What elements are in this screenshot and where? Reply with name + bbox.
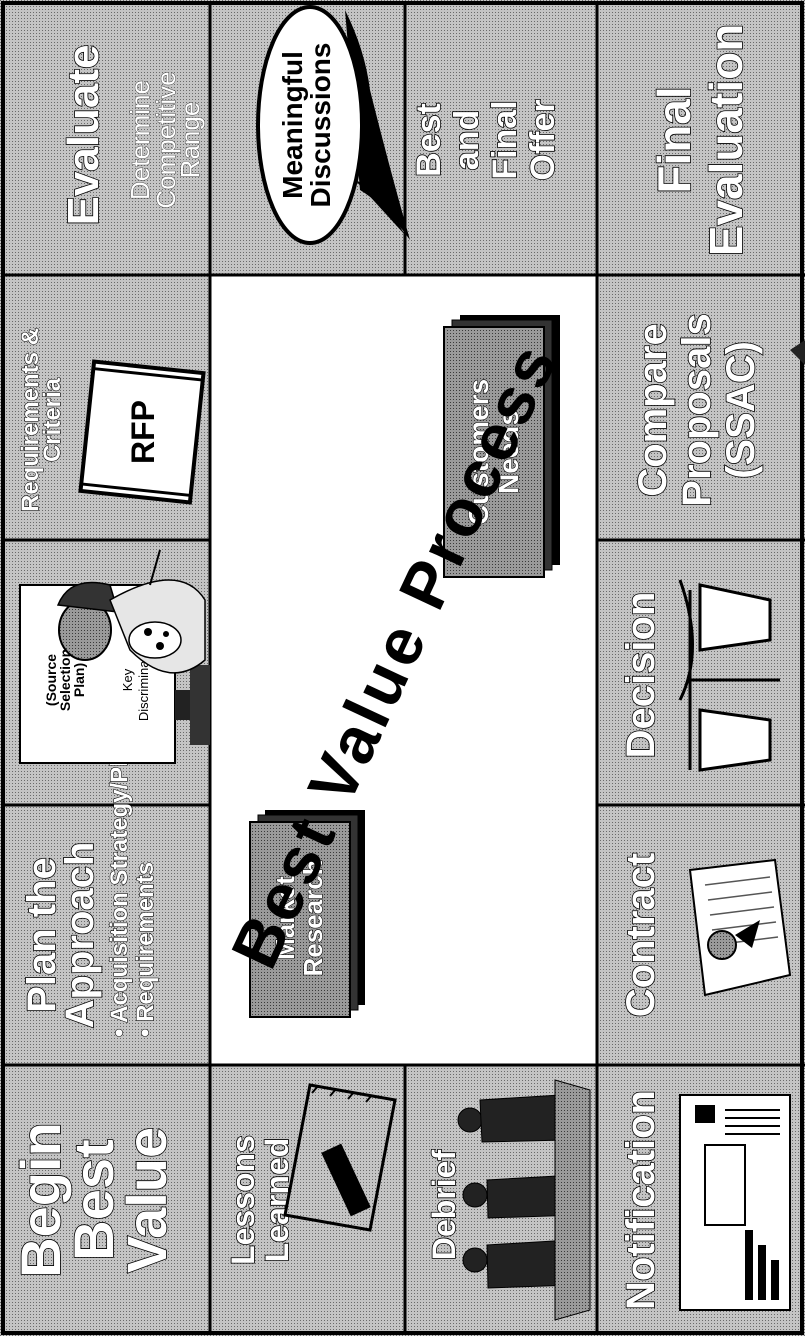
cell-requirements-criteria: Requirements & Criteria RFP [16, 327, 206, 513]
bafo-line-4: Offer [524, 99, 562, 180]
market-research-card: Market Research [249, 810, 365, 1018]
compare-line-3: (SSAC) [719, 341, 763, 479]
plan-doc-line-3: Plan) [71, 663, 87, 697]
cell-plan-the-approach: Plan the Approach • Acquisition Strategy… [19, 732, 159, 1038]
meaningful-discussions-bubble: Meaningful Discussions [256, 5, 410, 245]
bafo-line-3: Final [486, 100, 524, 179]
cell-contract: Contract [618, 852, 792, 1018]
market-research-line-2: Research [298, 859, 328, 976]
cell-notification: Notification [618, 1089, 791, 1311]
notification-label: Notification [619, 1090, 663, 1310]
competitive-range-line-1: Determine [125, 80, 155, 200]
notepad-icon [283, 1083, 397, 1232]
notification-letter-icon [679, 1094, 791, 1311]
bafo-line-1: Best [410, 103, 448, 177]
cell-debrief: Debrief [425, 1079, 591, 1321]
key-line-1: Key [120, 668, 135, 691]
people-group-icon [457, 1079, 591, 1321]
market-research-line-1: Market [270, 876, 300, 960]
customers-needs-line-2: Needs [493, 410, 524, 494]
cell-source-selection-plan: (Source Selection Plan) Key Discriminato… [19, 549, 210, 764]
plan-doc-line-1: (Source [43, 654, 59, 706]
debrief-label: Debrief [426, 1150, 462, 1261]
plan-bullet-1: • Acquisition Strategy/Plan [106, 732, 133, 1037]
evaluate-title: Evaluate [59, 45, 108, 226]
paintbrush-icon [149, 549, 161, 586]
cell-lessons-learned: Lessons Learned [224, 1083, 397, 1266]
plan-doc-line-2: Selection [57, 649, 73, 711]
final-evaluation-line-1: Final [648, 86, 700, 193]
contract-scroll-icon [688, 858, 792, 997]
lessons-line-1: Lessons [225, 1135, 261, 1265]
begin-line-2: Best [62, 1139, 125, 1260]
customers-needs-line-1: Customers [463, 379, 494, 525]
easel-leg [175, 690, 191, 720]
plan-title-2: Approach [58, 842, 102, 1029]
cell-compare-proposals: Compare Proposals (SSAC) [630, 312, 764, 507]
rfp-label: RFP [125, 400, 161, 464]
easel-stand [190, 665, 210, 745]
compare-line-2: Proposals [675, 313, 719, 506]
bafo-line-2: and [448, 110, 486, 170]
competitive-range-line-3: Range [175, 102, 205, 179]
discussions-line-2: Discussions [305, 43, 336, 208]
discussions-line-1: Meaningful [277, 51, 308, 199]
decision-label: Decision [619, 592, 663, 759]
rfp-document-icon [78, 359, 206, 505]
plan-bullet-2: • Requirements [132, 862, 159, 1037]
seal-icon [707, 930, 737, 960]
cell-best-final-offer: Best and Final Offer [409, 99, 563, 182]
palette-icon [128, 621, 182, 659]
customers-needs-card: Customers Needs [443, 315, 560, 578]
contract-label: Contract [619, 853, 663, 1017]
lessons-line-2: Learned [259, 1138, 295, 1262]
final-evaluation-line-2: Evaluation [700, 24, 752, 257]
begin-line-3: Value [115, 1127, 178, 1273]
cell-final-evaluation: Final Evaluation [647, 23, 753, 257]
requirements-line-2: Criteria [39, 377, 66, 462]
begin-line-1: Begin [9, 1122, 72, 1278]
arrow-marker-icon [790, 340, 805, 365]
compare-line-1: Compare [631, 323, 675, 496]
cell-begin-best-value: Begin Best Value [8, 1121, 179, 1278]
pen-icon [321, 1143, 371, 1217]
cell-decision: Decision [618, 579, 780, 772]
painter-illustration [56, 549, 206, 674]
requirements-line-1: Requirements & [17, 328, 44, 512]
plan-title-1: Plan the [20, 857, 64, 1013]
scales-icon [678, 579, 780, 772]
competitive-range-line-2: Competitive [151, 71, 181, 208]
cell-evaluate: Evaluate Determine Competitive Range Mea… [58, 5, 410, 245]
